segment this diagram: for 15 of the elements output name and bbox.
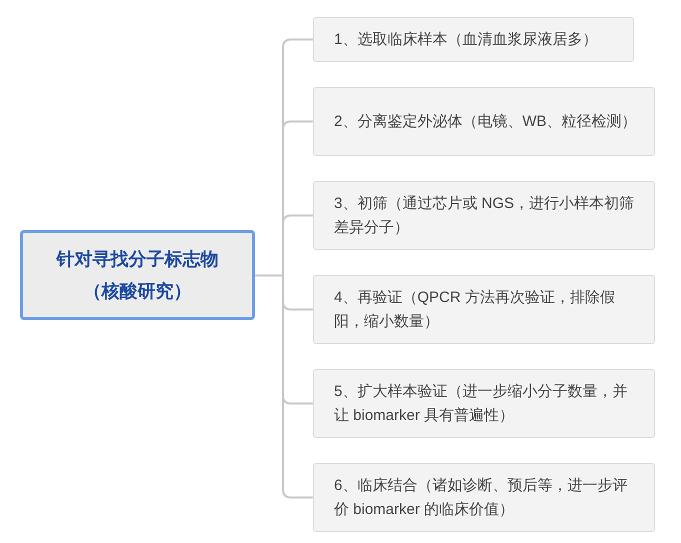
step-text: 1、选取临床样本（血清血浆尿液居多） bbox=[334, 30, 598, 50]
subtopic-box bbox=[313, 181, 655, 250]
subtopic-box bbox=[313, 17, 634, 62]
subtopic-box bbox=[313, 463, 655, 532]
step-text: 4、再验证（QPCR 方法再次验证，排除假阳，缩小数量） bbox=[334, 288, 616, 332]
root-topic-box bbox=[20, 230, 255, 320]
step-text: 6、临床结合（诸如诊断、预后等，进一步评价 biomarker 的临床价值） bbox=[334, 476, 628, 520]
step-text: 5、扩大样本验证（进一步缩小分子数量，并让 biomarker 具有普遍性） bbox=[334, 382, 628, 426]
connector-line bbox=[255, 274, 313, 498]
subtopic-box bbox=[313, 275, 655, 344]
step-text: 3、初筛（通过芯片或 NGS，进行小样本初筛差异分子） bbox=[334, 194, 636, 238]
subtopic-box bbox=[313, 87, 655, 156]
topic-title: 针对寻找分子标志物（核酸研究） bbox=[55, 248, 220, 303]
step-text: 2、分离鉴定外泌体（电镜、WB、粒径检测） bbox=[334, 112, 638, 132]
subtopic-box bbox=[313, 369, 655, 438]
